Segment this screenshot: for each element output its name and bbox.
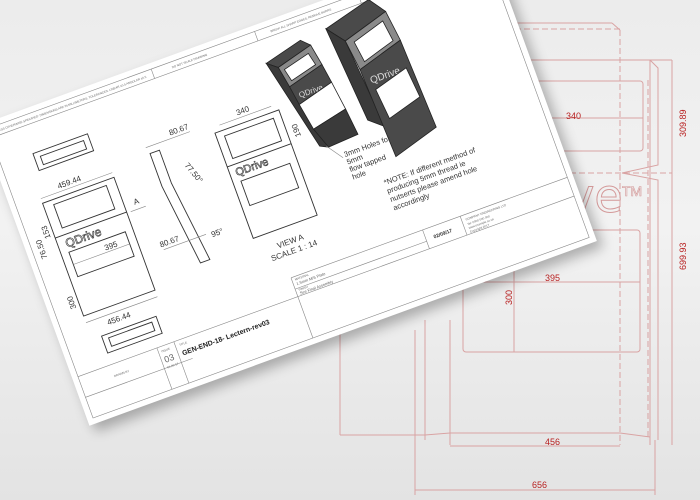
iso-frame-model: QDrive	[265, 39, 359, 148]
drawing-title: GEN-END-18- Lectern-rev03	[181, 319, 270, 357]
dim-upper-side-height: 309.89	[678, 109, 688, 137]
dim-view-a-height: 190	[290, 122, 303, 138]
dim-top-angle: 77.50°	[183, 161, 205, 185]
issue-date: 01.09.17	[167, 362, 180, 370]
dim-lower-window-height: 300	[504, 290, 514, 305]
dim-bottom-depth: 80.67	[158, 234, 180, 249]
dim-lower-window-width: 395	[545, 273, 560, 283]
dim-lower-height: 300	[65, 294, 78, 310]
dim-left-height: 76.50	[34, 238, 49, 260]
dim-logo-height: 153	[39, 224, 52, 240]
drawn-by-label: DRAWN BY	[113, 369, 129, 378]
dim-view-a-width: 340	[235, 104, 251, 117]
dim-upper-window-width: 340	[566, 111, 581, 121]
svg-text:Copyright 2017: Copyright 2017	[469, 223, 490, 234]
svg-text:TITLE: TITLE	[179, 340, 188, 347]
svg-text:FINISH: FINISH	[298, 285, 309, 292]
dim-bottom-width: 456.44	[106, 310, 133, 327]
top-view	[32, 133, 95, 172]
dim-top-depth: 80.67	[168, 122, 190, 137]
dim-overall-width: 656	[532, 480, 547, 490]
dim-window-width: 395	[103, 239, 119, 252]
svg-text:MATERIAL: MATERIAL	[294, 273, 310, 282]
dim-lower-side-height: 699.93	[678, 242, 688, 270]
drawing-date: 02/09/17	[433, 228, 454, 240]
svg-text:ISSUE: ISSUE	[161, 347, 171, 354]
svg-text:TM: TM	[622, 183, 642, 199]
dim-bottom-angle: 95°	[210, 227, 224, 240]
side-view: A 80.67 77.50° 80.67 95°	[130, 122, 224, 264]
view-a-logo: QDrive	[234, 156, 270, 179]
svg-text:A: A	[132, 196, 141, 207]
dim-inner-width: 456	[545, 437, 560, 447]
issue-number: 03	[163, 352, 176, 365]
iso-solid-model: QDrive	[325, 0, 437, 158]
